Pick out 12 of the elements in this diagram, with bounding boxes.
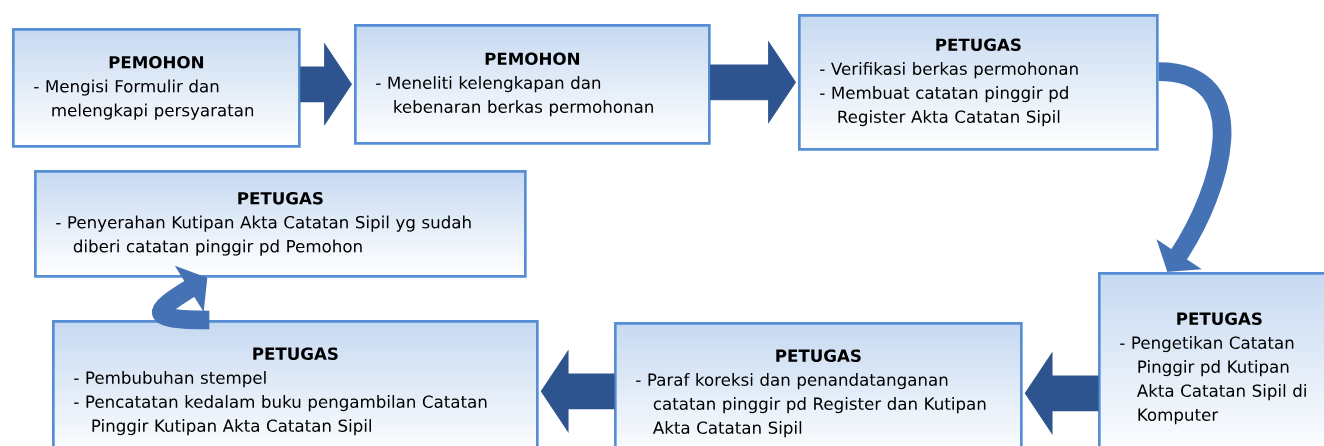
process-box: PETUGAS - Pengetikan Catatan Pinggir pd Kutipan Akta Catatan Sipil di Komputer bbox=[1098, 272, 1324, 446]
process-box: PETUGAS - Paraf koreksi dan penandatanganan catatan pinggir pd Register dan Kutipan Akta Catatan Sipil bbox=[614, 322, 1023, 446]
block-arrow bbox=[540, 349, 615, 434]
process-box: PETUGAS - Pembubuhan stempel - Pencatatan kedalam buku pengambilan Catatan Pinggir Kutipan Akta Catatan Sipil bbox=[52, 320, 539, 446]
process-box: PEMOHON - Mengisi Formulir dan melengkapi persyaratan bbox=[12, 28, 301, 148]
process-box: PETUGAS - Penyerahan Kutipan Akta Catatan Sipil yg sudah diberi catatan pinggir pd Pemohon bbox=[34, 170, 527, 278]
block-arrow bbox=[1024, 351, 1099, 436]
block-arrow bbox=[710, 40, 796, 125]
process-box: PETUGAS - Verifikasi berkas permohonan - Membuat catatan pinggir pd Register Akta Catatan Sipil bbox=[798, 14, 1159, 151]
curved-arrow bbox=[152, 265, 210, 330]
block-arrow bbox=[300, 42, 352, 127]
process-box: PEMOHON - Meneliti kelengkapan dan kebenaran berkas permohonan bbox=[354, 24, 711, 145]
